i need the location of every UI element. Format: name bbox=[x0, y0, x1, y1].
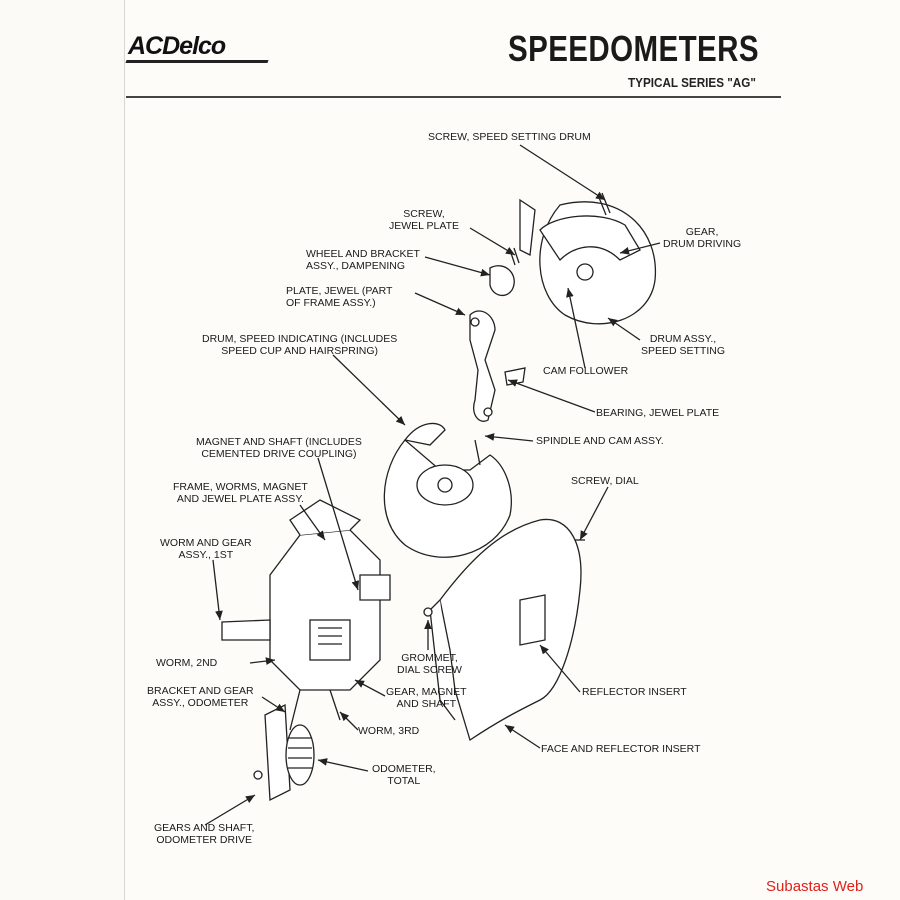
leader-lines bbox=[204, 144, 661, 826]
label-odometer-total: ODOMETER, TOTAL bbox=[372, 763, 436, 787]
speed-indicating-drum-part bbox=[383, 422, 512, 558]
label-drum-assy: DRUM ASSY., SPEED SETTING bbox=[641, 333, 726, 357]
label-plate-jewel: PLATE, JEWEL (PART OF FRAME ASSY.) bbox=[286, 285, 393, 309]
label-grommet: GROMMET, DIAL SCREW bbox=[397, 652, 462, 676]
label-gear-magnet-shaft: GEAR, MAGNET AND SHAFT bbox=[386, 686, 467, 710]
watermark: Subastas Web bbox=[766, 878, 864, 895]
label-screw-speed-setting-drum: SCREW, SPEED SETTING DRUM bbox=[428, 131, 591, 143]
header-divider bbox=[126, 96, 781, 98]
label-face-reflector: FACE AND REFLECTOR INSERT bbox=[541, 743, 701, 755]
label-gear-drum-driving: GEAR, DRUM DRIVING bbox=[663, 226, 742, 250]
page-title: SPEEDOMETERS bbox=[508, 28, 759, 69]
label-gears-shaft-odometer: GEARS AND SHAFT, ODOMETER DRIVE bbox=[154, 822, 255, 846]
jewel-plate-part bbox=[469, 247, 526, 422]
label-bearing-jewel-plate: BEARING, JEWEL PLATE bbox=[596, 407, 720, 419]
label-screw-dial: SCREW, DIAL bbox=[571, 475, 639, 487]
speed-setting-drum-part bbox=[519, 192, 657, 325]
label-screw-jewel-plate: SCREW, JEWEL PLATE bbox=[389, 208, 460, 232]
odometer-part bbox=[253, 703, 315, 802]
label-bracket-gear-odometer: BRACKET AND GEAR ASSY., ODOMETER bbox=[147, 685, 254, 709]
label-worm-3rd: WORM, 3RD bbox=[358, 725, 420, 737]
label-spindle-cam: SPINDLE AND CAM ASSY. bbox=[536, 435, 664, 447]
label-worm-gear-1st: WORM AND GEAR ASSY., 1ST bbox=[160, 537, 252, 561]
label-drum-speed-indicating: DRUM, SPEED INDICATING (INCLUDES SPEED C… bbox=[202, 333, 398, 357]
label-wheel-bracket: WHEEL AND BRACKET ASSY., DAMPENING bbox=[306, 248, 420, 272]
document-page bbox=[124, 0, 900, 900]
label-worm-2nd: WORM, 2ND bbox=[156, 657, 218, 669]
label-cam-follower: CAM FOLLOWER bbox=[543, 365, 629, 377]
face-reflector-part bbox=[423, 518, 585, 742]
label-reflector-insert: REFLECTOR INSERT bbox=[582, 686, 687, 698]
label-magnet-shaft: MAGNET AND SHAFT (INCLUDES CEMENTED DRIV… bbox=[196, 436, 362, 460]
page-subtitle: TYPICAL SERIES "AG" bbox=[628, 75, 756, 90]
acdelco-logo: ACDelco bbox=[128, 32, 226, 60]
label-frame-worms: FRAME, WORMS, MAGNET AND JEWEL PLATE ASS… bbox=[173, 481, 308, 505]
